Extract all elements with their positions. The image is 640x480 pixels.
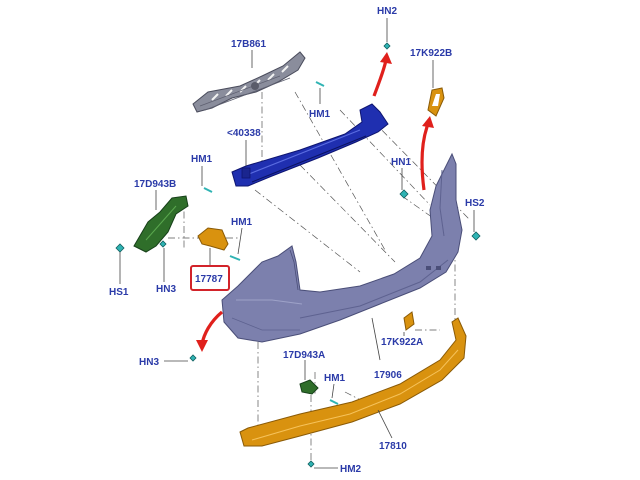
label-hs1: HS1 [109,287,129,298]
label-17906: 17906 [374,370,402,381]
label-hm1-lower: HM1 [324,373,346,384]
label-17d943a: 17D943A [283,350,325,361]
label-hn2-top: HN2 [377,6,397,17]
label-17787: 17787 [195,274,223,285]
part-labels: HN2 17B861 17K922B HM1 <40338 HM1 HN1 17… [109,6,485,475]
bumper-cover-part [221,152,463,343]
label-17b861: 17B861 [231,39,266,50]
reflector-lower-part [403,311,415,331]
label-17810: 17810 [379,441,407,452]
label-17d943b: 17D943B [134,179,176,190]
label-hn3-left: HN3 [156,284,176,295]
leader-lines [119,18,475,469]
lower-bracket-part [299,379,319,395]
label-hs2: HS2 [465,198,485,209]
label-hm1-reinforcement: HM1 [309,109,331,120]
red-curved-arrow [196,52,434,352]
label-17k922a: 17K922A [381,337,423,348]
lower-valance-part [239,317,467,447]
label-hm1-mid: HM1 [231,217,253,228]
energy-absorber-part [192,51,306,113]
fastener-clip [115,42,481,468]
bumper-reinforcement-part [231,103,389,187]
label-hm2: HM2 [340,464,362,475]
label-hm1-left: HM1 [191,154,213,165]
label-hn1-right: HN1 [391,157,411,168]
label-hn3-bottom: HN3 [139,357,159,368]
reflector-upper-part [427,87,445,117]
mounting-bracket-part [197,227,229,251]
left-bracket-part [133,195,189,253]
highlight-box [190,265,230,291]
label-40338: <40338 [227,128,261,139]
label-17k922b: 17K922B [410,48,452,59]
